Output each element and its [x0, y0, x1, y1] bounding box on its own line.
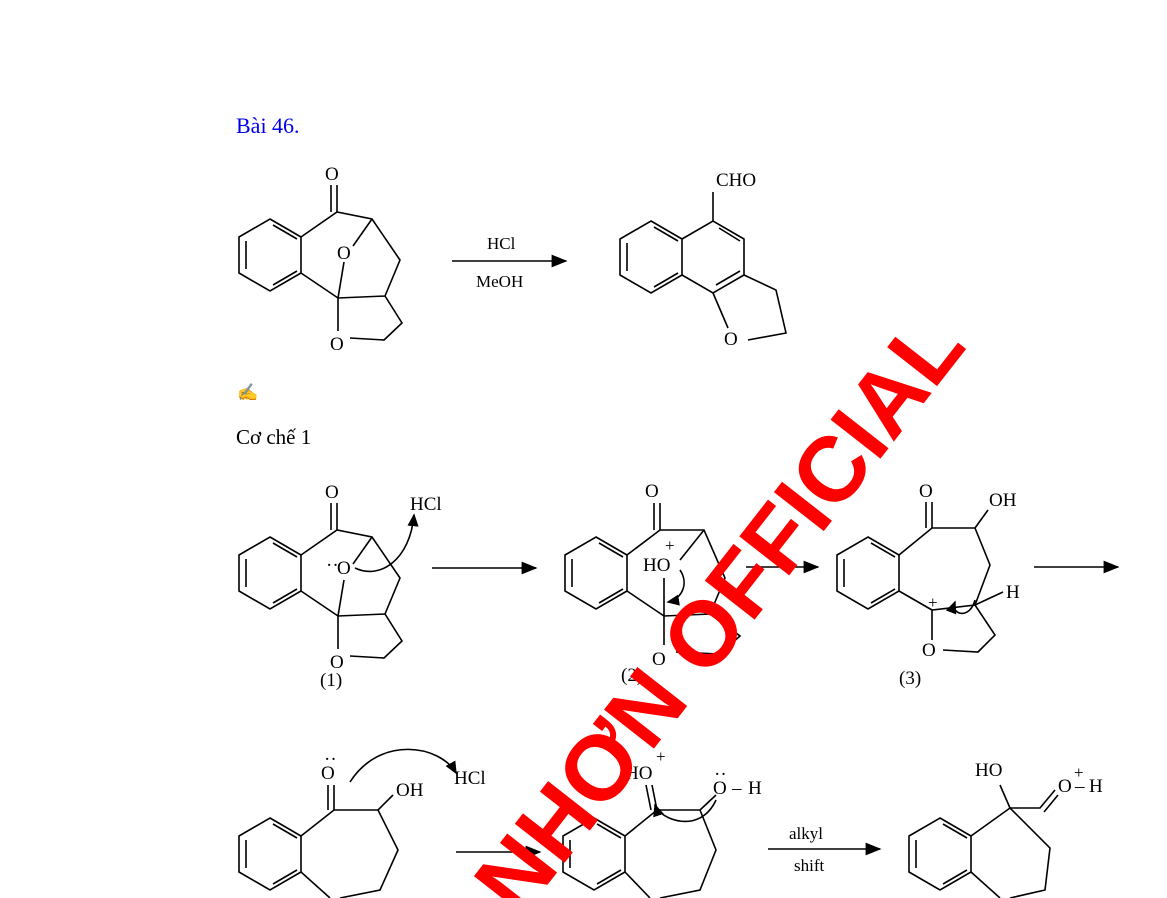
- hydrogen-label: H: [1006, 582, 1020, 603]
- mechanism-heading: Cơ chế 1: [236, 425, 312, 449]
- plus-charge: +: [1074, 763, 1084, 782]
- plus-charge: +: [656, 747, 666, 766]
- oxygen-label: O: [325, 482, 339, 503]
- mechanism-intermediate-4: O ·· OH HCl: [238, 748, 486, 898]
- watermark-text: NHƠN OFFICIAL: [455, 296, 983, 898]
- protonated-oxygen: O: [1058, 776, 1072, 797]
- oxygen-label: O: [321, 763, 335, 784]
- reagent-meoh: MeOH: [476, 272, 523, 291]
- hydrogen-label: H: [1089, 776, 1103, 797]
- exercise-title: Bài 46.: [236, 113, 300, 138]
- oxygen-label: O: [724, 329, 738, 350]
- oxygen-label: O: [337, 243, 351, 264]
- shift-label: shift: [794, 856, 825, 875]
- hydroxyl-label: OH: [989, 490, 1017, 511]
- oxygen-label: O: [713, 778, 727, 799]
- hydroxonium-label: HO: [643, 555, 670, 576]
- mechanism-intermediate-1: O O ·· O HCl (1): [238, 482, 442, 691]
- lone-pair: ··: [324, 749, 337, 770]
- hcl-label: HCl: [454, 768, 486, 789]
- hydrogen-label: H: [748, 778, 762, 799]
- structure-label-1: (1): [320, 670, 342, 691]
- product-molecule: CHO O: [619, 170, 787, 350]
- hcl-label: HCl: [410, 494, 442, 515]
- reagent-hcl: HCl: [487, 234, 516, 253]
- alkyl-label: alkyl: [789, 824, 823, 843]
- dash-bond: –: [731, 778, 742, 799]
- mechanism-intermediate-2: O HO + O (2): [564, 481, 742, 686]
- lone-pair: ··: [326, 555, 339, 576]
- hydroxyl-label: HO: [975, 760, 1002, 781]
- mechanism-intermediate-3: O OH H + O (3): [836, 481, 1020, 689]
- hydroxonium-label: HO: [625, 763, 652, 784]
- pen-icon: ✍: [237, 383, 259, 402]
- reactant-molecule: O O O: [238, 164, 404, 355]
- oxygen-label: O: [337, 558, 351, 579]
- product-cho-label: CHO: [716, 170, 756, 191]
- oxygen-label: O: [645, 481, 659, 502]
- oxygen-label: O: [325, 164, 339, 185]
- plus-charge: +: [928, 593, 938, 612]
- plus-charge: +: [665, 536, 675, 555]
- lone-pair: ··: [714, 764, 727, 785]
- oxygen-label: O: [330, 652, 344, 673]
- oxygen-label: O: [919, 481, 933, 502]
- structure-label-3: (3): [899, 668, 921, 689]
- dash-bond: –: [1074, 776, 1085, 797]
- mechanism-intermediate-6: HO O + – H: [908, 760, 1103, 898]
- mechanism-intermediate-5: HO + O ·· – H: [562, 747, 762, 898]
- structure-label-2: (2): [621, 665, 643, 686]
- oxygen-label: O: [922, 640, 936, 661]
- oxygen-label: O: [330, 334, 344, 355]
- oxygen-label: O: [652, 649, 666, 670]
- hydroxyl-label: OH: [396, 780, 424, 801]
